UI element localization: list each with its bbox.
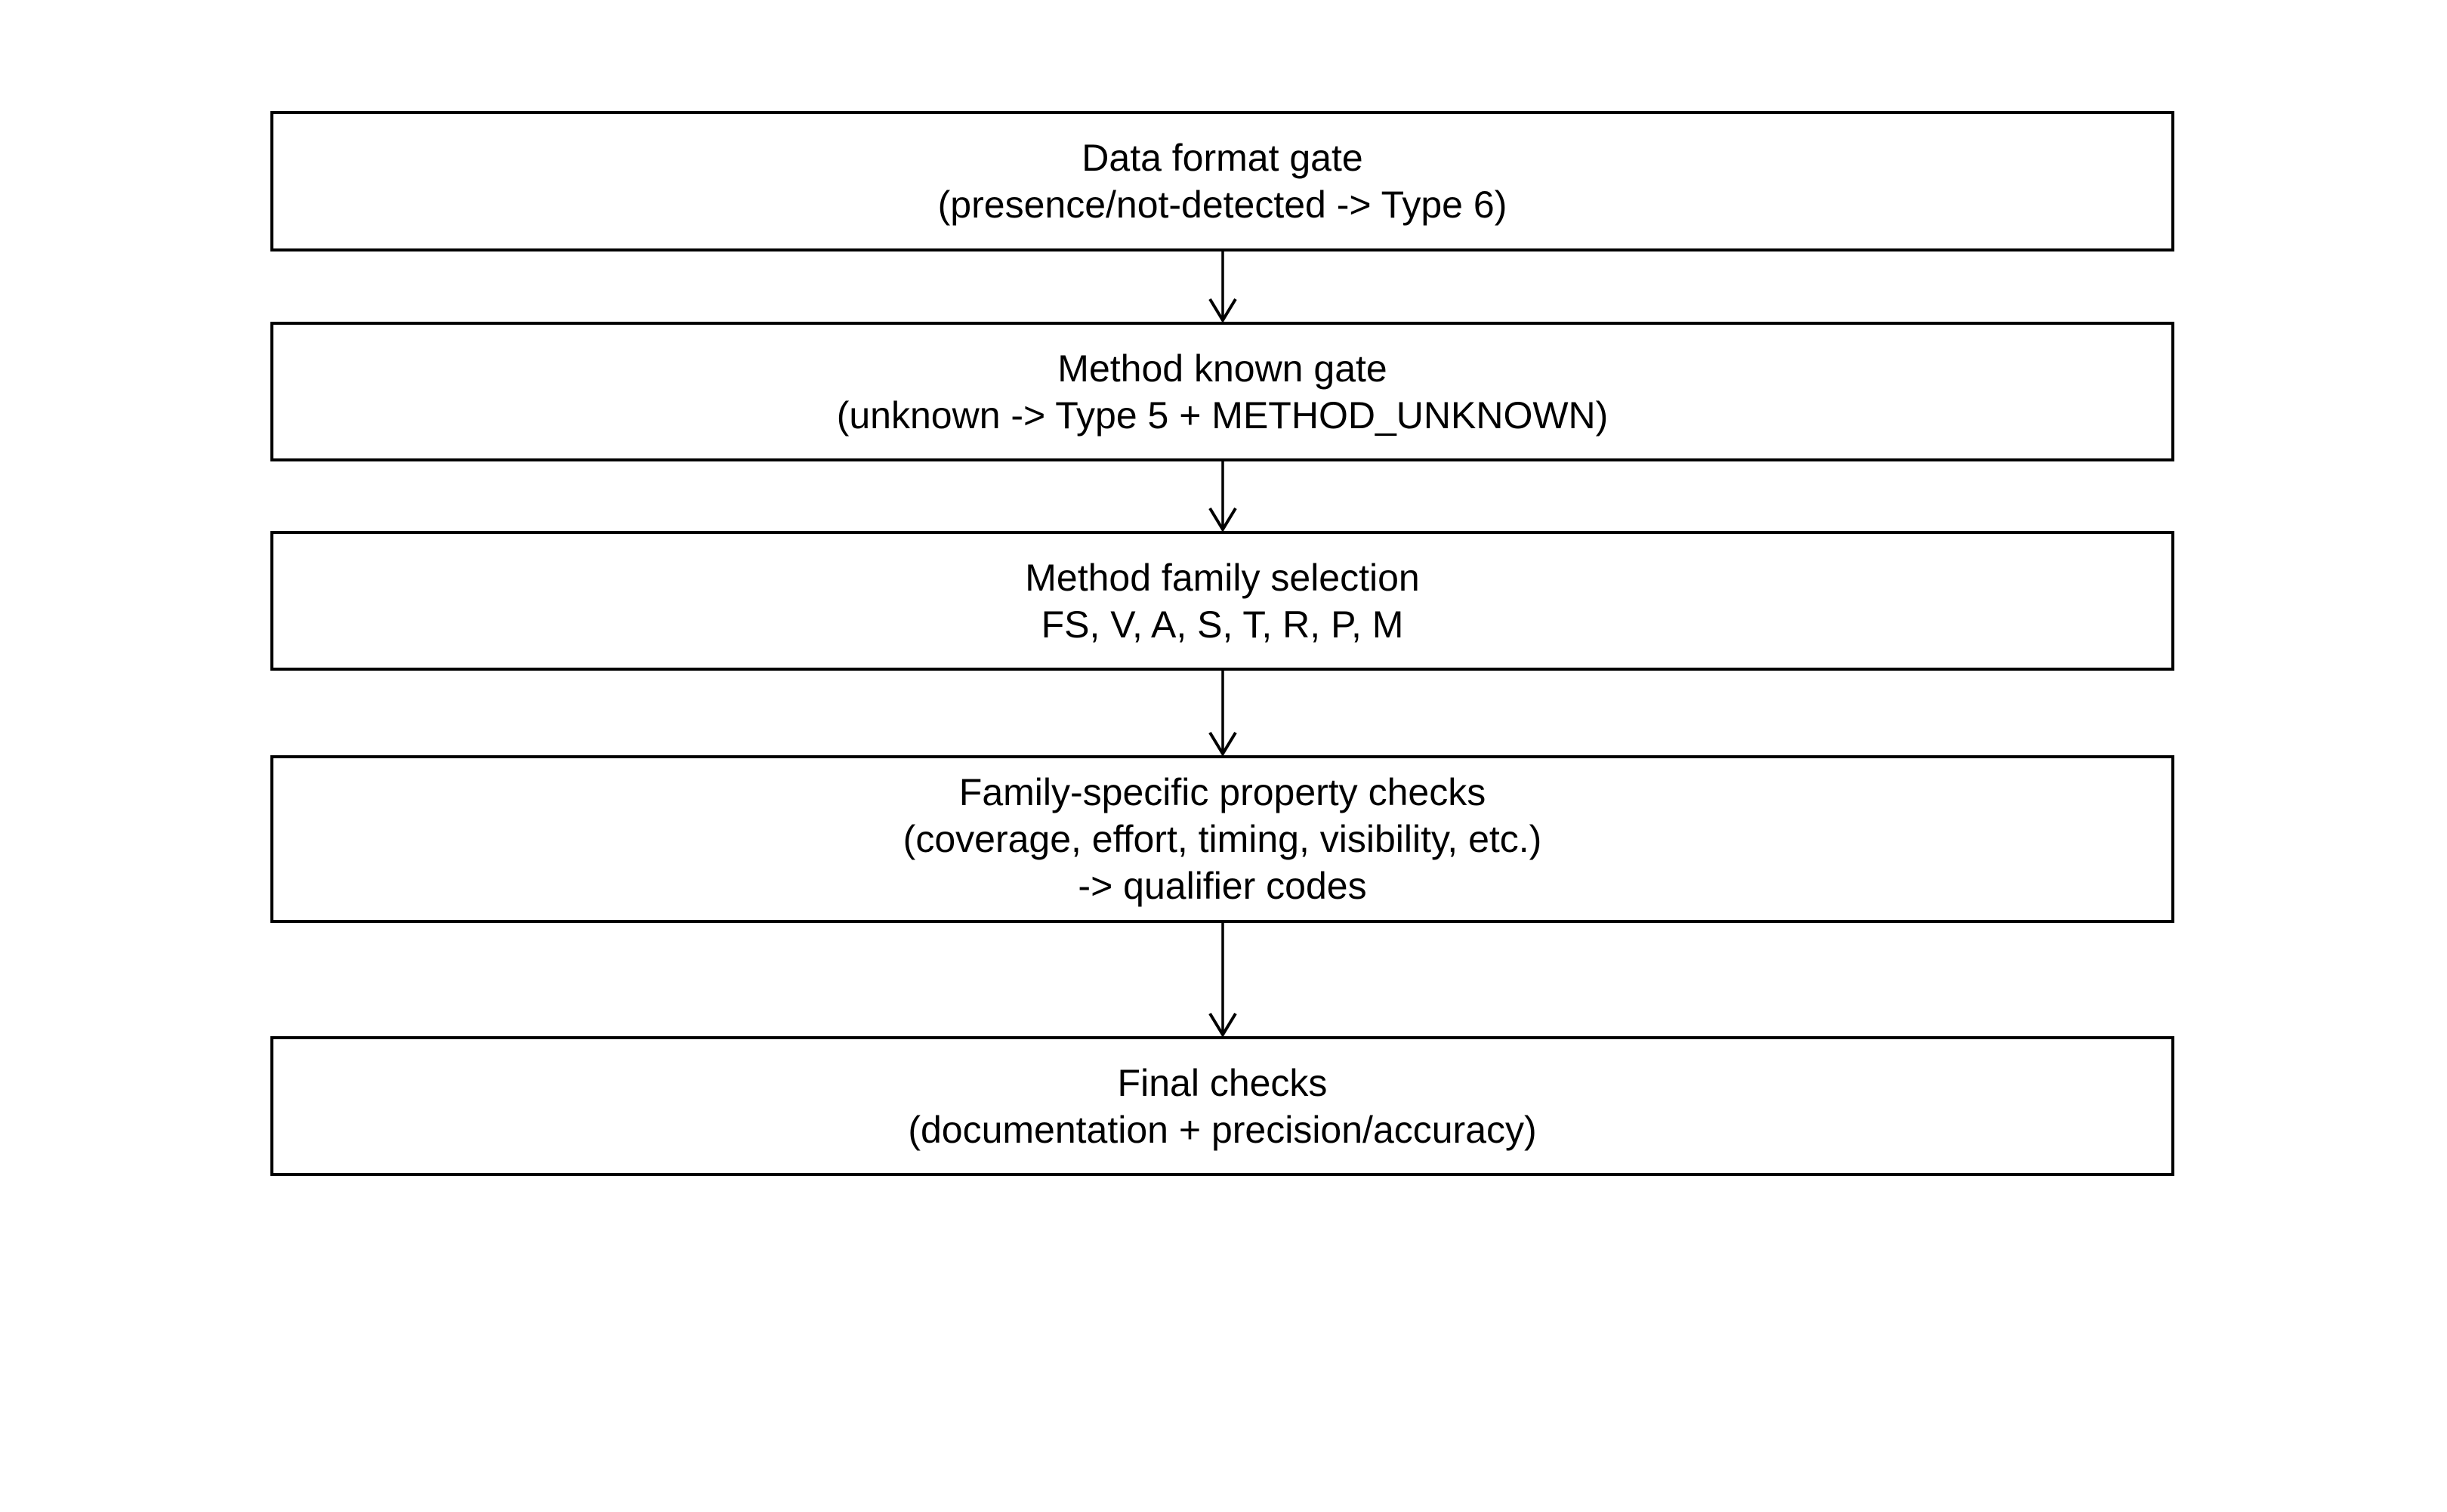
node-title: Data format gate [1082,137,1363,179]
node-title: Method known gate [1057,347,1387,390]
flow-arrow-down-icon [1208,251,1237,322]
node-subtitle: (presence/not-detected -> Type 6) [937,184,1507,226]
node-subtitle: (documentation + precision/accuracy) [908,1108,1537,1151]
node-subtitle: FS, V, A, S, T, R, P, M [1041,603,1404,646]
node-family-specific-property-checks: Family-specific property checks (coverag… [270,755,2174,923]
flow-arrow-down-icon [1208,671,1237,755]
node-subtitle: (coverage, effort, timing, visibility, e… [903,818,1542,860]
node-method-family-selection: Method family selection FS, V, A, S, T, … [270,531,2174,671]
node-title: Method family selection [1025,556,1420,599]
node-final-checks: Final checks (documentation + precision/… [270,1036,2174,1176]
flow-arrow-down-icon [1208,461,1237,531]
node-subtitle: (unknown -> Type 5 + METHOD_UNKNOWN) [836,393,1609,437]
flow-arrow-down-icon [1208,923,1237,1036]
node-subtitle: -> qualifier codes [1078,865,1367,907]
node-data-format-gate: Data format gate (presence/not-detected … [270,111,2174,251]
node-title: Family-specific property checks [958,771,1486,813]
node-method-known-gate: Method known gate (unknown -> Type 5 + M… [270,322,2174,461]
node-title: Final checks [1117,1061,1328,1104]
